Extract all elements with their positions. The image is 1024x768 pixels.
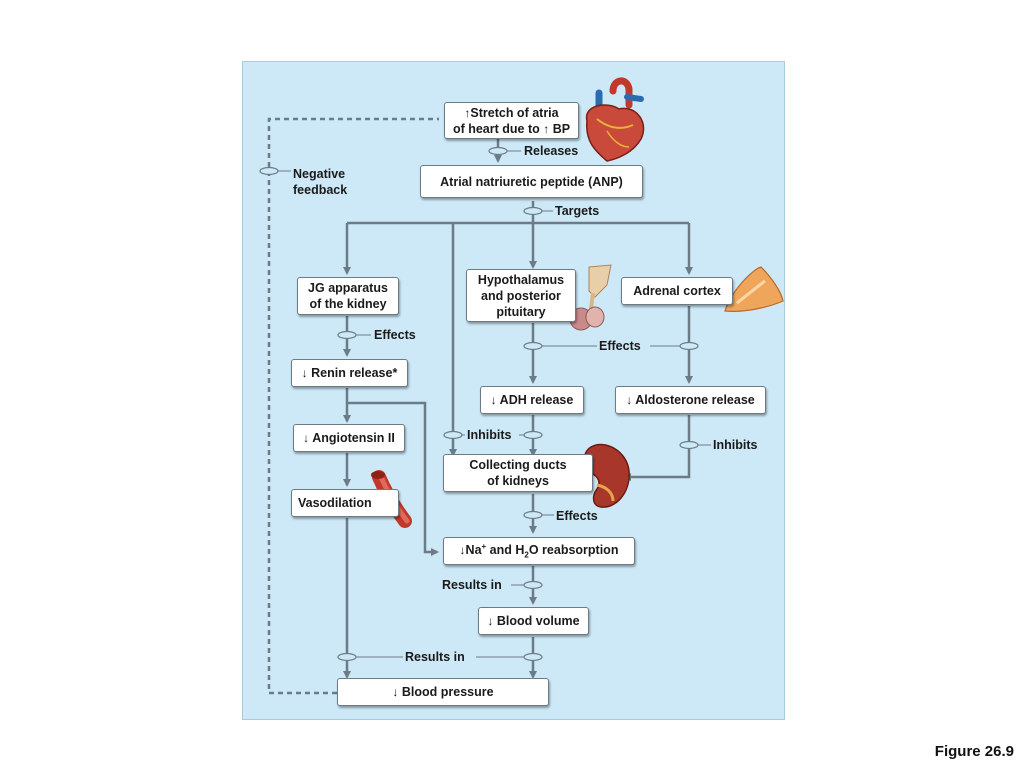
diagram-panel: ↑Stretch of atria of heart due to ↑ BP A… — [242, 61, 785, 720]
reabsorption-box: ↓Na+ and H2O reabsorption — [443, 537, 635, 565]
pituitary-illustration — [569, 264, 612, 331]
anp-box: Atrial natriuretic peptide (ANP) — [420, 165, 643, 198]
figure-caption: Figure 26.9 — [934, 743, 1014, 760]
adrenal-cortex-box: Adrenal cortex — [621, 277, 733, 305]
heart-illustration — [585, 77, 645, 162]
inhibits-right-label: Inhibits — [713, 438, 758, 452]
effects-collecting-label: Effects — [556, 509, 598, 523]
stretch-of-atria-box: ↑Stretch of atria of heart due to ↑ BP — [444, 102, 579, 139]
aldosterone-release-box: ↓ Aldosterone release — [615, 386, 766, 414]
adh-release-box: ↓ ADH release — [480, 386, 584, 414]
negative-feedback-label: Negative feedback — [293, 167, 348, 197]
effects-jg-label: Effects — [374, 328, 416, 342]
releases-label: Releases — [524, 144, 579, 158]
results-in-label-1: Results in — [442, 578, 502, 592]
blood-volume-box: ↓ Blood volume — [478, 607, 589, 635]
negative-feedback-line — [267, 117, 439, 695]
targets-label: Targets — [555, 204, 600, 218]
inhibits-left-label: Inhibits — [467, 428, 512, 442]
renin-release-box: ↓ Renin release* — [291, 359, 408, 387]
adrenal-gland-illustration — [724, 266, 784, 312]
vasodilation-box: Vasodilation — [291, 489, 399, 517]
blood-pressure-box: ↓ Blood pressure — [337, 678, 549, 706]
results-in-label-2: Results in — [405, 650, 465, 664]
effects-mid-label: Effects — [599, 339, 641, 353]
angiotensin-box: ↓ Angiotensin II — [293, 424, 405, 452]
